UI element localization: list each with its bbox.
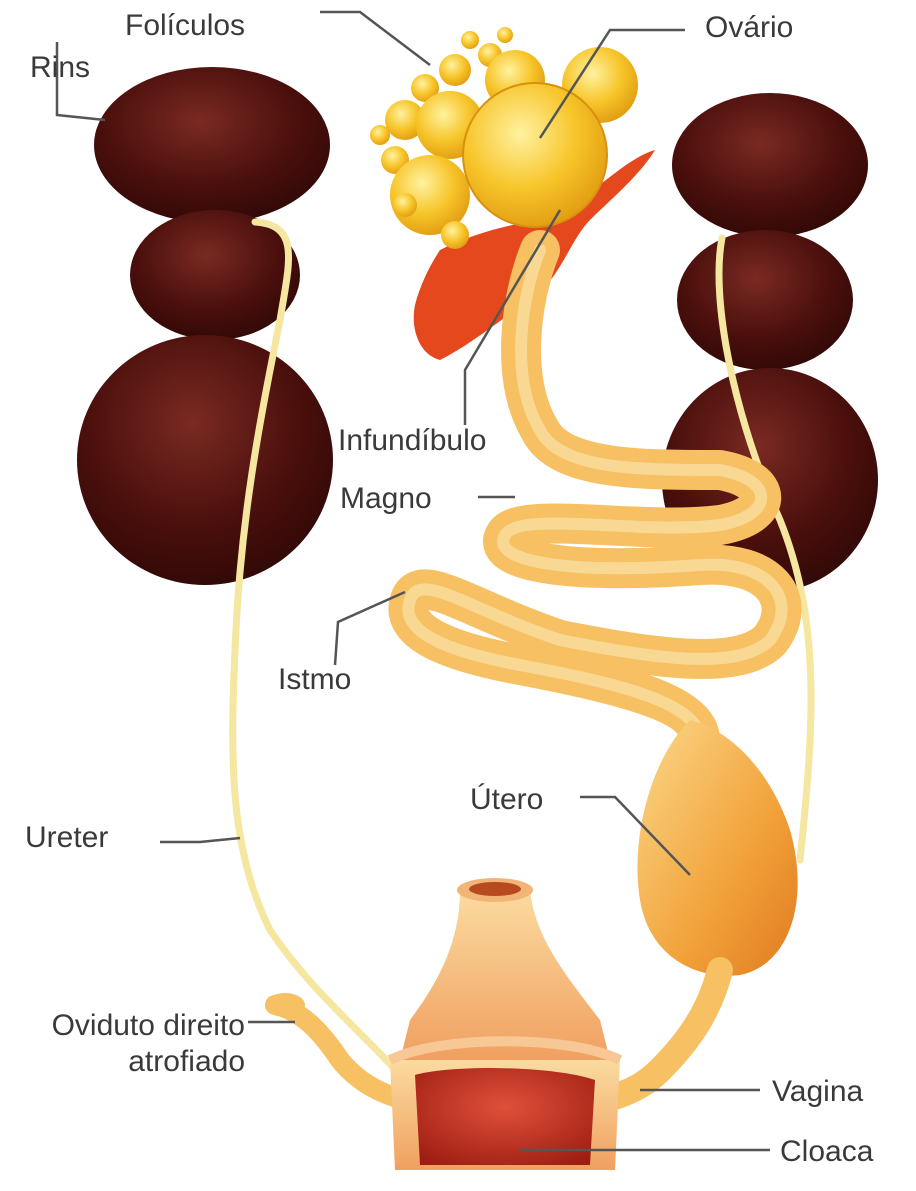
ovary xyxy=(463,83,607,227)
label-oviduto-line1: Oviduto direito xyxy=(10,1010,245,1042)
leader-foliculos xyxy=(320,12,430,65)
atrophied-oviduct xyxy=(275,1005,405,1100)
label-vagina: Vagina xyxy=(772,1076,863,1108)
label-istmo: Istmo xyxy=(278,664,351,696)
cloaca xyxy=(390,878,620,1170)
vagina xyxy=(605,970,720,1100)
label-cloaca: Cloaca xyxy=(780,1136,873,1168)
label-ureter: Ureter xyxy=(25,822,108,854)
left-kidney xyxy=(77,67,333,585)
label-oviduto-line2: atrofiado xyxy=(10,1046,245,1078)
label-rins: Rins xyxy=(30,52,90,84)
uterus xyxy=(637,720,797,976)
label-foliculos: Folículos xyxy=(125,10,245,42)
label-utero: Útero xyxy=(470,784,543,816)
label-magno: Magno xyxy=(340,483,432,515)
label-ovario: Ovário xyxy=(705,12,793,44)
label-infundibulo: Infundíbulo xyxy=(338,425,486,457)
leader-ureter xyxy=(160,838,240,842)
